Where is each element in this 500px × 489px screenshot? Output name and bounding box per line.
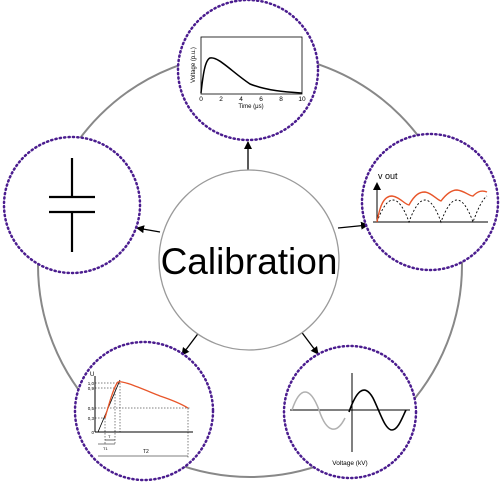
arrow-bottom-right — [299, 329, 319, 355]
x-axis-label: Time (μs) — [238, 104, 263, 110]
capacitor-icon — [49, 158, 95, 252]
guide-lines — [95, 382, 190, 458]
t1-label: T1 — [103, 446, 108, 451]
tick-label: 10 — [298, 96, 306, 103]
node-sine: Voltage (kV) — [282, 344, 418, 480]
level-label: 0 — [91, 430, 94, 435]
dimension-arrows — [98, 439, 188, 457]
connector-arrows — [136, 141, 369, 356]
t2-label: T2 — [143, 449, 149, 455]
level-label: 0,9 — [88, 386, 95, 391]
tick-label: 4 — [239, 96, 243, 103]
impulse-curve — [200, 57, 303, 94]
arrow-bottom-left — [181, 330, 201, 356]
x-ticks: 0 2 4 6 8 10 — [199, 96, 306, 103]
vout-label: v out — [378, 171, 398, 181]
impulse-waveform — [104, 381, 189, 419]
tick-label: 8 — [279, 96, 283, 103]
node-impulse-plot: 0 2 4 6 8 10 Time (μs) Voltage (p.u.) — [176, 0, 320, 142]
level-label: 0,3 — [88, 416, 95, 421]
tick-label: 2 — [219, 96, 223, 103]
node-border — [176, 0, 320, 142]
y-axis-label: Voltage (p.u.) — [191, 47, 197, 83]
rectified-dashed — [376, 195, 488, 224]
node-border — [282, 344, 418, 480]
sine-axis-label: Voltage (kV) — [332, 460, 367, 467]
center-circle — [158, 169, 340, 351]
sine-left-grey — [291, 391, 346, 430]
center-label: Calibration — [161, 241, 338, 282]
smoothed-output — [376, 189, 488, 223]
level-labels: 1,0 0,9 0,5 0,3 0 — [88, 381, 95, 435]
node-border — [2, 135, 142, 275]
node-capacitor — [2, 135, 142, 275]
tick-label: 6 — [259, 96, 263, 103]
node-impulse-param: U 1,0 0,9 0,5 0,3 0 T1 T T2 — [73, 340, 215, 482]
node-rectified: v out — [360, 132, 500, 272]
level-label: 1,0 — [88, 381, 95, 386]
plot-frame — [200, 36, 303, 95]
tick-label: 0 — [199, 96, 203, 103]
arrow-right — [337, 221, 369, 230]
tc-label: T — [108, 434, 111, 439]
center-node: Calibration — [158, 169, 340, 351]
node-border — [360, 132, 500, 272]
node-border — [73, 340, 215, 482]
sine-right-black — [348, 389, 407, 431]
level-label: 0,5 — [88, 406, 95, 411]
arrow-left — [136, 225, 161, 234]
u-label: U — [90, 372, 94, 378]
